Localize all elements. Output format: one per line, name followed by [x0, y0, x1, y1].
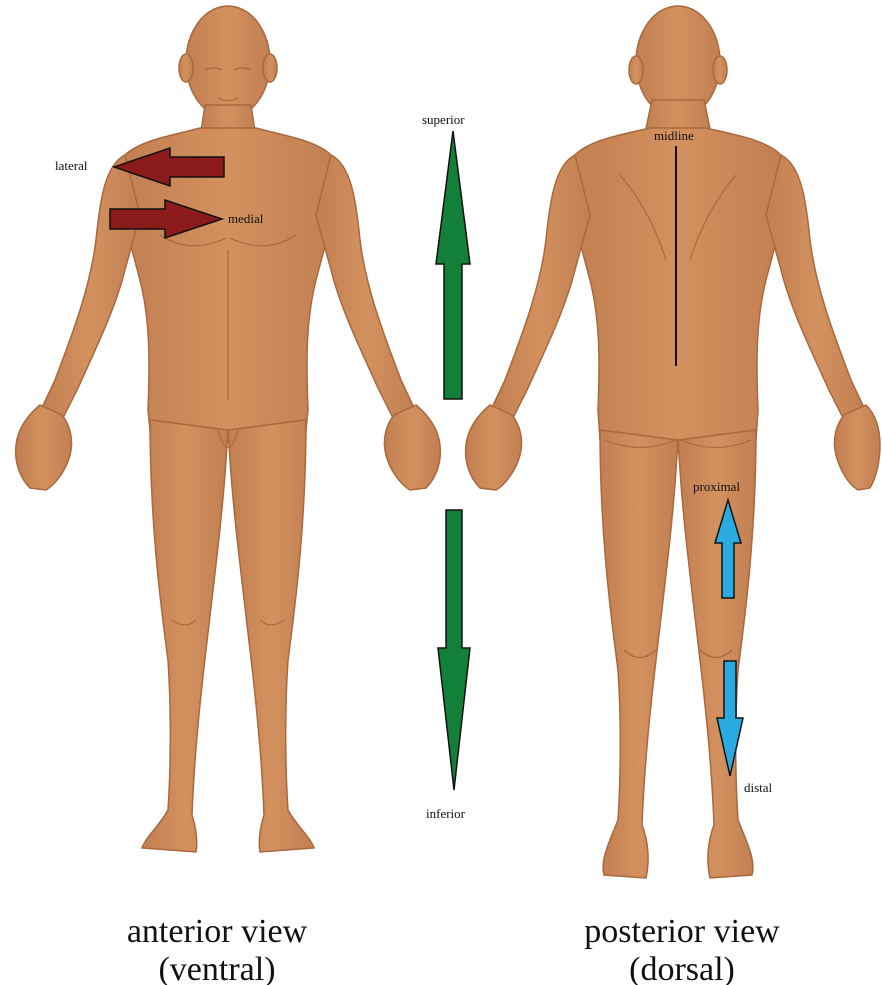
label-midline: midline [654, 128, 694, 143]
label-distal: distal [744, 780, 773, 795]
posterior-left-ear [629, 56, 643, 84]
label-inferior: inferior [426, 806, 466, 821]
posterior-right-arm [766, 155, 866, 420]
anterior-right-leg [228, 420, 314, 852]
posterior-left-hand [466, 405, 522, 490]
anterior-right-ear [263, 54, 277, 82]
posterior-left-arm [490, 155, 590, 420]
caption-anterior-view: anterior view [127, 913, 308, 950]
caption-posterior-view: posterior view [584, 913, 780, 950]
inferior-arrow [438, 510, 470, 790]
anterior-left-arm [40, 155, 140, 420]
anterior-left-leg [142, 420, 228, 852]
caption-posterior-dorsal: (dorsal) [629, 951, 735, 985]
posterior-right-ear [713, 56, 727, 84]
posterior-right-hand [834, 405, 880, 490]
label-proximal: proximal [693, 479, 740, 494]
anterior-head [186, 6, 270, 118]
superior-arrow [436, 131, 470, 399]
anterior-right-arm [316, 155, 416, 420]
anterior-right-hand [384, 405, 440, 490]
caption-anterior-ventral: (ventral) [158, 951, 275, 985]
anterior-left-hand [16, 405, 72, 490]
label-medial: medial [228, 211, 264, 226]
posterior-left-leg [600, 430, 678, 878]
anterior-figure [16, 6, 441, 852]
posterior-torso [568, 128, 787, 440]
label-lateral: lateral [55, 158, 88, 173]
anterior-left-ear [179, 54, 193, 82]
posterior-right-leg [678, 430, 756, 878]
label-superior: superior [422, 112, 465, 127]
